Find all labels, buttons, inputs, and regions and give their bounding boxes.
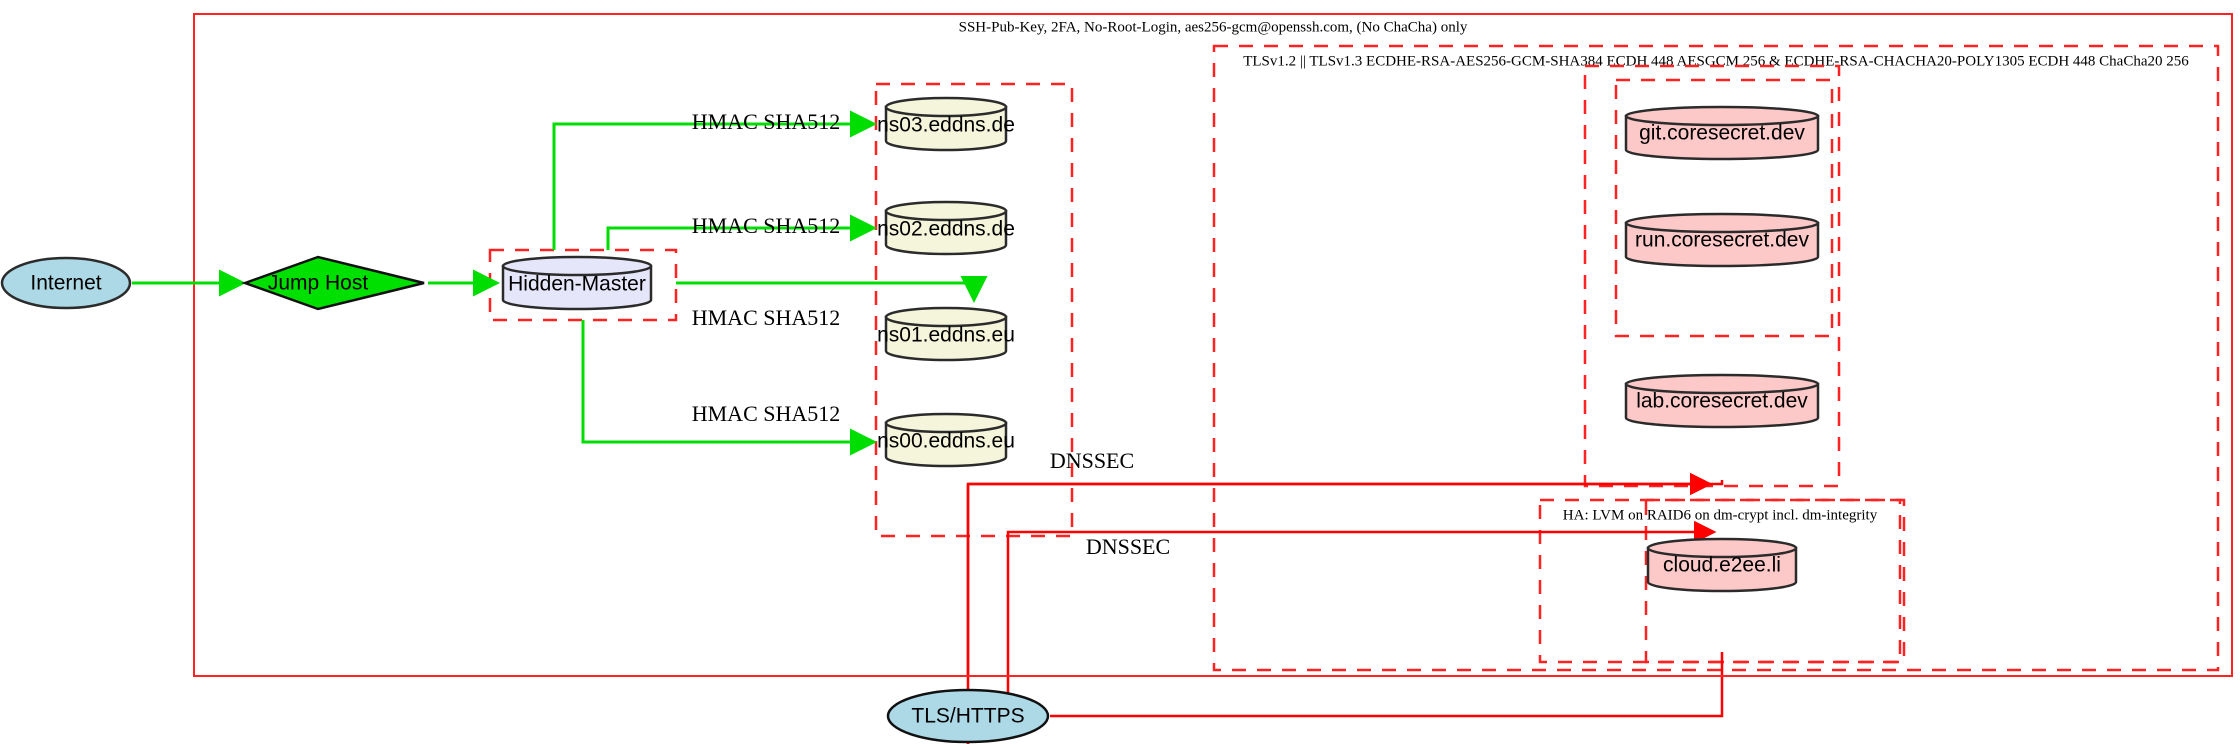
node-internet-label: Internet xyxy=(30,272,101,295)
cluster-tls-label: TLSv1.2 || TLSv1.3 ECDHE-RSA-AES256-GCM-… xyxy=(1243,53,2189,69)
edge-tlshttps-to-ha xyxy=(1050,652,1724,718)
cloud-cylinder-top xyxy=(1646,537,1798,559)
node-ns03-label: ns03.eddns.de xyxy=(877,114,1015,137)
git-cylinder-top xyxy=(1624,105,1820,127)
node-git-coresecret-label: git.coresecret.dev xyxy=(1639,122,1805,145)
node-lab-coresecret-label: lab.coresecret.dev xyxy=(1636,390,1808,413)
hidden-master-cylinder-body xyxy=(501,264,653,311)
run-cylinder-body xyxy=(1624,221,1820,268)
node-ns02-label: ns02.eddns.de xyxy=(877,218,1015,241)
node-jump-host-label: Jump Host xyxy=(268,272,369,295)
ns03-cylinder-body xyxy=(884,105,1008,152)
edge-label-dnssec-upper: DNSSEC xyxy=(1050,448,1134,473)
ns02-cylinder-body xyxy=(884,209,1008,256)
tls-https-ellipse xyxy=(886,688,1050,744)
ns00-cylinder-top xyxy=(884,412,1008,434)
edge-hiddenmaster-ns03 xyxy=(552,110,877,250)
node-internet[interactable]: Internet xyxy=(0,256,132,310)
run-cylinder-top xyxy=(1624,212,1820,234)
cluster-outer-ssh-label: SSH-Pub-Key, 2FA, No-Root-Login, aes256-… xyxy=(959,19,1468,35)
cluster-tls xyxy=(1212,44,2220,672)
hidden-master-cylinder-top xyxy=(501,255,653,277)
edge-hiddenmaster-ns00 xyxy=(581,320,877,456)
node-ns01[interactable]: ns01.eddns.eu xyxy=(877,306,1015,362)
node-ns00-label: ns00.eddns.eu xyxy=(877,430,1015,453)
lab-cylinder-body xyxy=(1624,382,1820,429)
ns03-cylinder-top xyxy=(884,96,1008,118)
node-run-coresecret[interactable]: run.coresecret.dev xyxy=(1624,212,1820,268)
node-ns01-label: ns01.eddns.eu xyxy=(877,324,1015,347)
node-lab-coresecret[interactable]: lab.coresecret.dev xyxy=(1624,373,1820,429)
node-hidden-master[interactable]: Hidden-Master xyxy=(501,255,653,311)
cluster-coresecret-inner xyxy=(1614,78,1834,338)
edge-label-hmac-ns03: HMAC SHA512 xyxy=(692,109,841,134)
node-tls-https[interactable]: TLS/HTTPS xyxy=(886,688,1050,744)
edge-label-hmac-ns02: HMAC SHA512 xyxy=(692,213,841,238)
internet-ellipse xyxy=(0,256,132,310)
cluster-cloud-zone xyxy=(1644,498,1906,664)
node-hidden-master-label: Hidden-Master xyxy=(508,273,646,296)
node-git-coresecret[interactable]: git.coresecret.dev xyxy=(1624,105,1820,161)
ns01-cylinder-top xyxy=(884,306,1008,328)
git-cylinder-body xyxy=(1624,114,1820,161)
ns02-cylinder-top xyxy=(884,200,1008,222)
cloud-cylinder-body xyxy=(1646,546,1798,593)
edge-dnssec-lower xyxy=(1006,520,1717,700)
node-ns00[interactable]: ns00.eddns.eu xyxy=(877,412,1015,468)
edge-label-dnssec-lower: DNSSEC xyxy=(1086,534,1170,559)
ns00-cylinder-body xyxy=(884,421,1008,468)
lab-cylinder-top xyxy=(1624,373,1820,395)
node-cloud-e2ee-label: cloud.e2ee.li xyxy=(1663,554,1781,577)
edge-hiddenmaster-ns01 xyxy=(676,276,988,303)
node-cloud-e2ee[interactable]: cloud.e2ee.li xyxy=(1646,537,1798,593)
cluster-ha-label: HA: LVM on RAID6 on dm-crypt incl. dm-in… xyxy=(1563,507,1878,523)
node-ns02[interactable]: ns02.eddns.de xyxy=(877,200,1015,256)
ns01-cylinder-body xyxy=(884,315,1008,362)
jump-host-diamond xyxy=(241,255,425,311)
edge-hiddenmaster-ns02 xyxy=(606,214,877,250)
edge-label-hmac-ns00: HMAC SHA512 xyxy=(692,401,841,426)
edge-label-hmac-ns01: HMAC SHA512 xyxy=(692,305,841,330)
node-ns03[interactable]: ns03.eddns.de xyxy=(877,96,1015,152)
node-run-coresecret-label: run.coresecret.dev xyxy=(1635,229,1809,252)
node-jump-host[interactable]: Jump Host xyxy=(241,255,425,311)
node-tls-https-label: TLS/HTTPS xyxy=(911,705,1024,728)
